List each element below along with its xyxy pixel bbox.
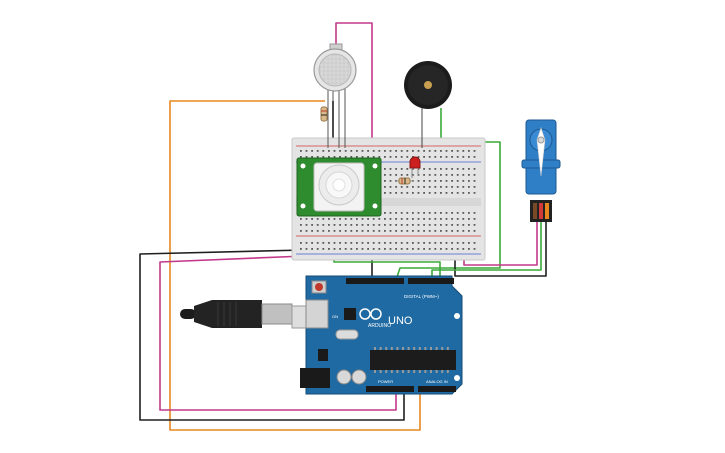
arduino-model-label: UNO [388, 315, 413, 327]
analog-header[interactable] [418, 386, 456, 392]
wire-magenta-bottom[interactable] [159, 255, 397, 411]
buzzer[interactable] [404, 61, 452, 148]
wire-orange[interactable] [169, 100, 421, 431]
arduino-brand-label: ARDUINO [368, 323, 391, 329]
led[interactable] [409, 156, 421, 178]
digital-header-left[interactable] [346, 278, 404, 284]
atmega-chip [370, 350, 456, 370]
wire-black-bottom[interactable] [139, 249, 405, 421]
digital-header-right[interactable] [408, 278, 454, 284]
servo[interactable] [521, 119, 561, 222]
usb-cable-icon [194, 300, 262, 328]
power-jack[interactable] [300, 368, 330, 388]
reset-button[interactable] [315, 283, 323, 291]
resistor-breadboard[interactable] [396, 177, 414, 185]
pir-sensor[interactable] [296, 157, 382, 217]
wire-magenta-top[interactable] [335, 22, 373, 150]
digital-label: DIGITAL (PWM~) [404, 294, 439, 299]
usb-cable[interactable] [180, 300, 327, 329]
power-label: POWER [378, 379, 393, 384]
led-icon [409, 156, 421, 169]
power-header[interactable] [366, 386, 414, 392]
resistor-gas[interactable] [320, 106, 328, 122]
analog-label: ANALOG IN [426, 379, 448, 384]
on-label: ON [332, 314, 338, 319]
wire-green-servo[interactable] [431, 222, 542, 280]
gas-sensor[interactable] [313, 43, 357, 148]
wire-green-buzzer[interactable] [395, 108, 501, 281]
arduino-uno[interactable]: ARDUINO UNO DIGITAL (PWM~) POWER ANALOG … [300, 275, 463, 395]
